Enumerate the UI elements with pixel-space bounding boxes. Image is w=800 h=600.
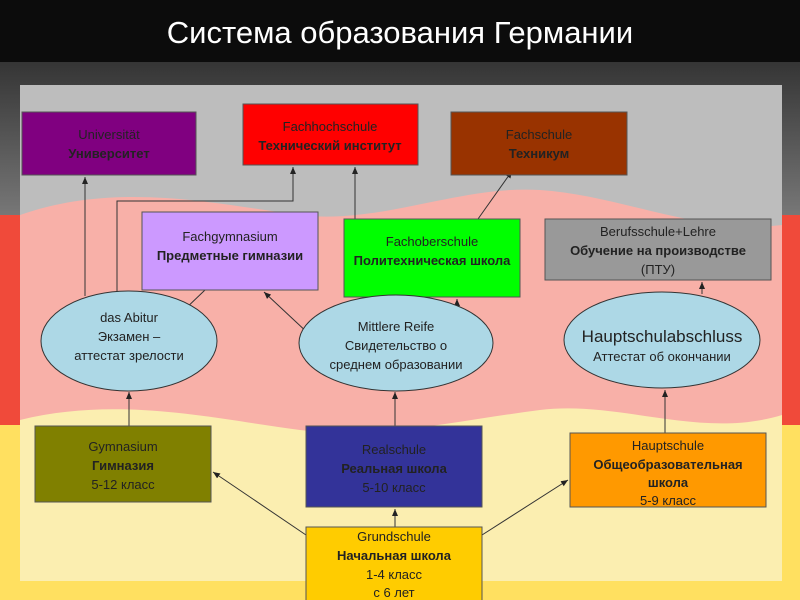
node-berufsschule: Berufsschule+Lehre Обучение на производс… xyxy=(544,218,772,281)
node-ru-label: Предметные гимназии xyxy=(157,248,303,263)
node-de-label: Hauptschule xyxy=(632,438,704,453)
node-de-label: Fachgymnasium xyxy=(182,229,277,244)
node-de-label: Berufsschule+Lehre xyxy=(600,224,716,239)
node-grades-label: 5-12 класс xyxy=(91,477,155,492)
cert-line1: Mittlere Reife xyxy=(358,319,435,334)
certificate-hauptschulabschluss: Hauptschulabschluss Аттестат об окончани… xyxy=(563,291,761,389)
cert-line2: Свидетельство о xyxy=(345,338,447,353)
node-fachgymnasium: Fachgymnasium Предметные гимназии xyxy=(141,211,319,291)
cert-line1: Hauptschulabschluss xyxy=(582,327,743,346)
node-grundschule: Grundschule Начальная школа 1-4 класс с … xyxy=(305,526,483,600)
node-universitat: Universität Университет xyxy=(21,111,197,176)
node-de-label: Universität xyxy=(78,127,140,142)
cert-line3: среднем образовании xyxy=(330,357,463,372)
node-de-label: Gymnasium xyxy=(88,439,157,454)
node-ru-label: Университет xyxy=(68,146,149,161)
node-de-label: Fachschule xyxy=(506,127,572,142)
connectors xyxy=(82,167,705,536)
cert-line3: аттестат зрелости xyxy=(74,348,183,363)
cert-line2: Экзамен – xyxy=(98,329,161,344)
node-fachoberschule: Fachoberschule Политехническая школа xyxy=(343,218,521,298)
certificate-mittlere-reife: Mittlere Reife Свидетельство о среднем о… xyxy=(298,294,494,392)
node-ru-label: Начальная школа xyxy=(337,548,452,563)
node-de-label: Fachoberschule xyxy=(386,234,479,249)
node-grades-label: 5-9 класс xyxy=(640,493,697,508)
node-ru-label: Технический институт xyxy=(258,138,401,153)
node-de-label: Realschule xyxy=(362,442,426,457)
node-de-label: Fachhochschule xyxy=(283,119,378,134)
node-ru-label: Реальная школа xyxy=(341,461,447,476)
node-fachhochschule: Fachhochschule Технический институт xyxy=(242,103,419,166)
node-ru-label: Гимназия xyxy=(92,458,154,473)
node-note-label: (ПТУ) xyxy=(641,262,675,277)
node-realschule: Realschule Реальная школа 5-10 класс xyxy=(305,425,483,508)
node-de-label: Grundschule xyxy=(357,529,431,544)
node-ru-label: Политехническая школа xyxy=(354,253,512,268)
node-grades-label: 5-10 класс xyxy=(362,480,426,495)
cert-line1: das Abitur xyxy=(100,310,158,325)
node-ru-label: Техникум xyxy=(509,146,570,161)
page-title: Система образования Германии xyxy=(167,15,633,50)
certificate-abitur: das Abitur Экзамен – аттестат зрелости xyxy=(40,290,218,392)
node-fachschule: Fachschule Техникум xyxy=(450,111,628,176)
node-hauptschule: Hauptschule Общеобразовательная школа 5-… xyxy=(569,432,767,508)
node-age-label: с 6 лет xyxy=(373,585,414,600)
node-ru-label: Обучение на производстве xyxy=(570,243,746,258)
node-ru-label-1: Общеобразовательная xyxy=(593,457,742,472)
node-ru-label-2: школа xyxy=(648,475,689,490)
cert-line2: Аттестат об окончании xyxy=(593,349,731,364)
node-gymnasium: Gymnasium Гимназия 5-12 класс xyxy=(34,425,212,503)
node-grades-label: 1-4 класс xyxy=(366,567,423,582)
